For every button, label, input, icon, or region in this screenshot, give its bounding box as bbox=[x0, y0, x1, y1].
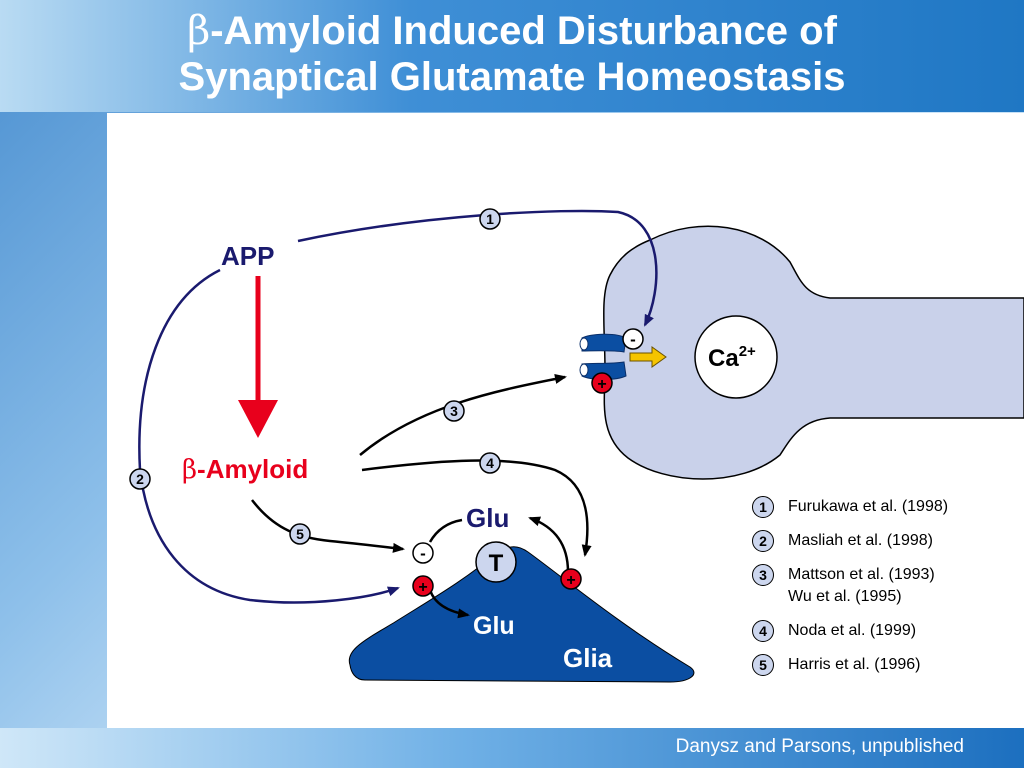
title-line1: -Amyloid Induced Disturbance of bbox=[210, 9, 837, 53]
svg-text:2: 2 bbox=[136, 471, 144, 487]
reference-text: Mattson et al. (1993) Wu et al. (1995) bbox=[788, 566, 935, 605]
calcium-label: Ca2+ bbox=[708, 343, 756, 372]
reference-text: Furukawa et al. (1998) bbox=[788, 498, 949, 515]
pathway-1-arrow bbox=[297, 209, 658, 327]
glu-release-arrow bbox=[528, 516, 570, 573]
svg-text:+: + bbox=[566, 572, 575, 589]
title-banner bbox=[0, 0, 1024, 112]
reference-number: 1 bbox=[752, 496, 774, 518]
amyloid-label: β-Amyloid bbox=[182, 454, 308, 485]
pathway-marker-2: 2 bbox=[129, 468, 151, 490]
svg-text:5: 5 bbox=[296, 526, 304, 542]
reference-list: 1 Furukawa et al. (1998) 2 Masliah et al… bbox=[752, 494, 1012, 686]
title-line2: Synaptical Glutamate Homeostasis bbox=[178, 55, 846, 99]
title-beta: β bbox=[187, 8, 211, 54]
receptor-plus-sign: + bbox=[591, 372, 613, 394]
transporter-plus-sign-left: + bbox=[412, 575, 434, 597]
footer-banner bbox=[0, 728, 1024, 768]
reference-2: 2 Masliah et al. (1998) bbox=[752, 528, 1012, 562]
reference-text: Harris et al. (1996) bbox=[788, 656, 921, 673]
svg-text:1: 1 bbox=[486, 211, 494, 227]
transporter-circle bbox=[475, 541, 517, 583]
glia-label: Glia bbox=[563, 643, 613, 673]
svg-text:-: - bbox=[420, 544, 426, 563]
credit-text: Danysz and Parsons, unpublished bbox=[675, 736, 964, 757]
calcium-influx-arrow-icon bbox=[629, 346, 667, 368]
receptor-minus-sign: - bbox=[622, 328, 644, 350]
reference-1: 1 Furukawa et al. (1998) bbox=[752, 494, 1012, 528]
glia-shape bbox=[348, 546, 695, 683]
reference-number: 3 bbox=[752, 564, 774, 586]
svg-text:-: - bbox=[630, 330, 636, 349]
svg-text:3: 3 bbox=[450, 403, 458, 419]
transporter-plus-sign-right: + bbox=[560, 568, 582, 590]
glu-extracellular-label: Glu bbox=[466, 503, 509, 533]
pathway-marker-5: 5 bbox=[289, 523, 311, 545]
receptor-channel-icon bbox=[579, 333, 627, 380]
app-to-amyloid-arrowhead bbox=[238, 400, 278, 438]
pathway-4-arrow bbox=[361, 459, 592, 557]
reference-text: Noda et al. (1999) bbox=[788, 622, 917, 639]
reference-number: 2 bbox=[752, 530, 774, 552]
pathway-5-arrow bbox=[251, 499, 405, 553]
slide-title: β-Amyloid Induced Disturbance of Synapti… bbox=[0, 8, 1024, 100]
app-label: APP bbox=[221, 241, 274, 271]
pathway-marker-3: 3 bbox=[443, 400, 465, 422]
pathway-3-arrow bbox=[359, 374, 567, 456]
calcium-circle bbox=[694, 315, 778, 399]
reference-number: 5 bbox=[752, 654, 774, 676]
glu-intracellular-label: Glu bbox=[473, 612, 515, 640]
reference-3: 3 Mattson et al. (1993) Wu et al. (1995) bbox=[752, 562, 1012, 618]
pathway-marker-4: 4 bbox=[479, 452, 501, 474]
svg-text:+: + bbox=[597, 376, 606, 393]
reference-number: 4 bbox=[752, 620, 774, 642]
reference-text: Masliah et al. (1998) bbox=[788, 532, 933, 549]
transporter-minus-sign: - bbox=[412, 542, 434, 564]
pathway-marker-1: 1 bbox=[479, 208, 501, 230]
neuron-shape bbox=[603, 225, 1024, 480]
svg-text:+: + bbox=[418, 579, 427, 596]
reference-5: 5 Harris et al. (1996) bbox=[752, 652, 1012, 686]
glu-uptake-arrow bbox=[428, 589, 470, 619]
pathway-2-arrow bbox=[138, 268, 400, 604]
reference-4: 4 Noda et al. (1999) bbox=[752, 618, 1012, 652]
transporter-label: T bbox=[489, 550, 504, 577]
glu-arc bbox=[428, 518, 463, 543]
svg-text:4: 4 bbox=[486, 455, 494, 471]
